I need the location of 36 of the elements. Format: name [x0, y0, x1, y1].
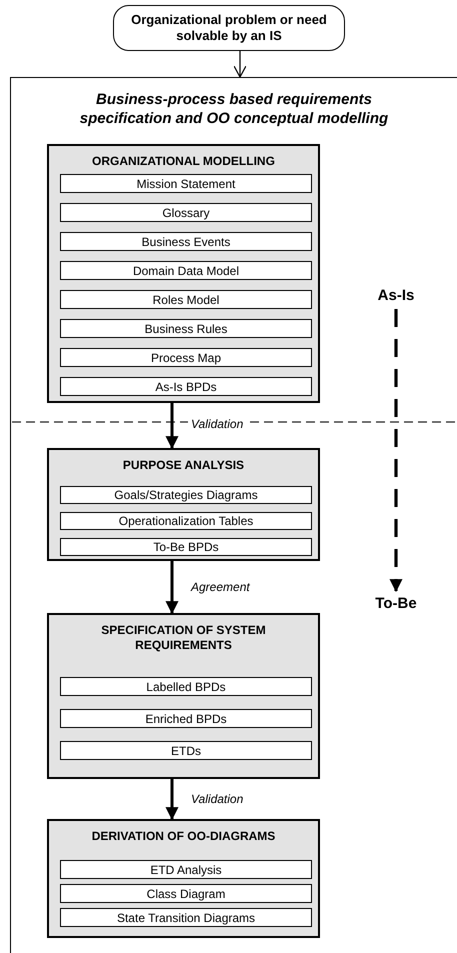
- arrow: [166, 779, 178, 820]
- artifact-item: Labelled BPDs: [60, 677, 312, 696]
- panel-title: ORGANIZATIONAL MODELLING: [91, 154, 276, 169]
- artifact-item: ETD Analysis: [60, 860, 312, 879]
- panel-title: DERIVATION OF OO-DIAGRAMS: [90, 829, 276, 844]
- panel-title: PURPOSE ANALYSIS: [122, 458, 246, 473]
- phase-label: As-Is: [366, 287, 426, 305]
- artifact-item: As-Is BPDs: [60, 377, 312, 396]
- artifact-item: Roles Model: [60, 290, 312, 309]
- edge-label: Agreement: [188, 580, 253, 594]
- artifact-item: Operationalization Tables: [60, 512, 312, 530]
- edge-label: Validation: [188, 416, 246, 430]
- artifact-item: State Transition Diagrams: [60, 908, 312, 927]
- artifact-item: Business Rules: [60, 319, 312, 338]
- start-terminal: Organizational problem or need solvable by an IS: [113, 5, 345, 51]
- artifact-item: Glossary: [60, 203, 312, 222]
- artifact-item: Class Diagram: [60, 884, 312, 903]
- frame-heading: Business-process based requirements specification and OO conceptual modelling: [78, 90, 390, 128]
- artifact-item: Enriched BPDs: [60, 709, 312, 728]
- arrow: [166, 561, 178, 614]
- artifact-item: Business Events: [60, 232, 312, 251]
- stage-panel: [47, 448, 320, 561]
- arrow: [390, 309, 402, 592]
- stage-panel: [47, 144, 320, 403]
- arrow: [166, 403, 178, 450]
- artifact-item: ETDs: [60, 741, 312, 760]
- artifact-item: Domain Data Model: [60, 261, 312, 280]
- artifact-item: Goals/Strategies Diagrams: [60, 486, 312, 504]
- arrow: [233, 51, 247, 78]
- artifact-item: Process Map: [60, 348, 312, 367]
- stage-panel: [47, 613, 320, 779]
- phase-label: To-Be: [361, 595, 431, 613]
- artifact-item: To-Be BPDs: [60, 538, 312, 556]
- stage-panel: [47, 819, 320, 938]
- artifact-item: Mission Statement: [60, 174, 312, 193]
- panel-title: SPECIFICATION OF SYSTEM REQUIREMENTS: [100, 623, 267, 653]
